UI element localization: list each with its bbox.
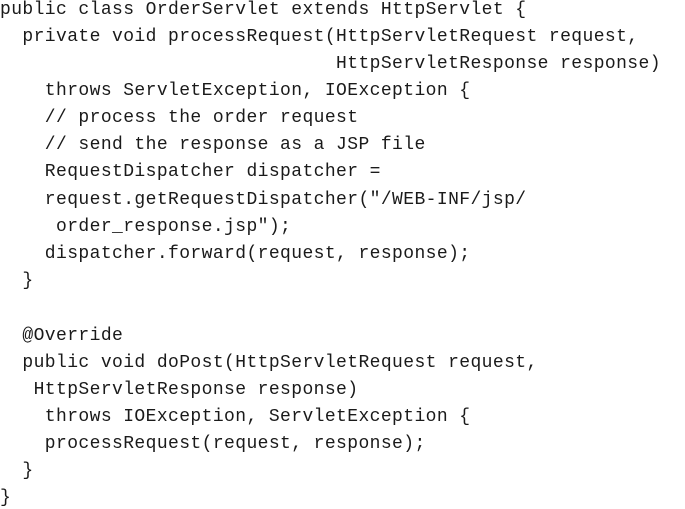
code-line-8: request.getRequestDispatcher("/WEB-INF/j… xyxy=(0,190,527,210)
code-line-16: throws IOException, ServletException { xyxy=(0,407,471,427)
code-line-1: public class OrderServlet extends HttpSe… xyxy=(0,0,527,20)
code-line-5: // process the order request xyxy=(0,108,359,128)
code-line-7: RequestDispatcher dispatcher = xyxy=(0,162,381,182)
code-line-14: public void doPost(HttpServletRequest re… xyxy=(0,353,538,373)
code-line-15: HttpServletResponse response) xyxy=(0,380,359,400)
code-line-6: // send the response as a JSP file xyxy=(0,135,426,155)
code-line-4: throws ServletException, IOException { xyxy=(0,81,471,101)
code-line-13: @Override xyxy=(0,326,124,346)
code-line-18: } xyxy=(0,461,34,481)
code-line-2: private void processRequest(HttpServletR… xyxy=(0,27,639,47)
code-line-9: order_response.jsp"); xyxy=(0,217,292,237)
code-line-11: } xyxy=(0,271,34,291)
code-line-10: dispatcher.forward(request, response); xyxy=(0,244,471,264)
code-line-3: HttpServletResponse response) xyxy=(0,54,661,74)
code-line-19: } xyxy=(0,488,12,508)
code-line-17: processRequest(request, response); xyxy=(0,434,426,454)
